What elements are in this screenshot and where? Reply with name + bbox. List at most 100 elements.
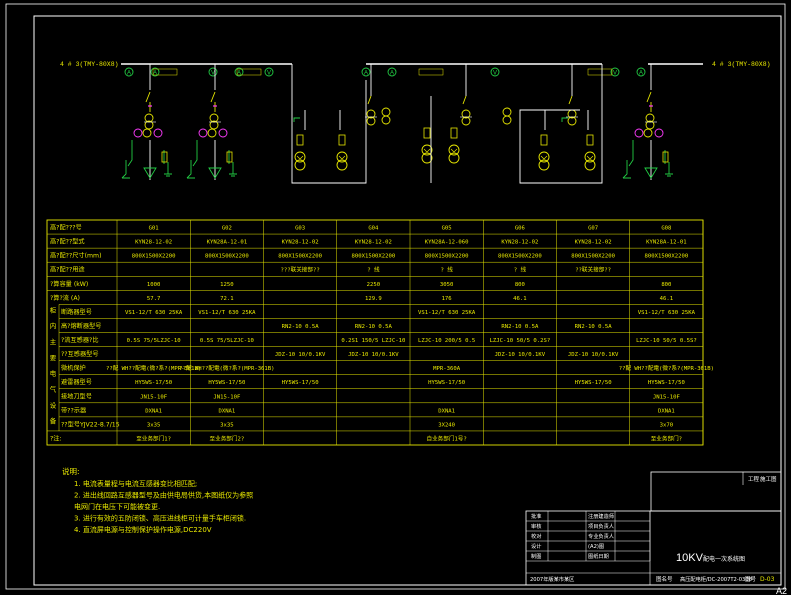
table-cell: RN2-10 0.5A xyxy=(355,324,393,330)
table-cell: JN15-10F xyxy=(213,394,241,400)
ground-symbol xyxy=(665,162,673,177)
table-cell: HY5WS-17/50 xyxy=(282,380,319,386)
table-cell: 3x35 xyxy=(147,422,160,428)
meter-symbol: A xyxy=(390,71,394,77)
side-label: 柜 xyxy=(50,305,57,314)
table-row-label: ?注: xyxy=(50,434,62,442)
table-cell: 0.2S1 150/5 LZJC-10 xyxy=(341,338,405,344)
table-cell: ? 线 xyxy=(367,266,380,274)
ct-coil xyxy=(209,120,219,130)
table-cell: ??联关接部?? xyxy=(575,266,611,274)
earth-wire xyxy=(293,117,568,122)
table-cell: 800 xyxy=(661,282,671,288)
table-cell: HY5WS-17/50 xyxy=(208,380,245,386)
table-row-label: 断路器型号 xyxy=(61,308,92,316)
voltage-transformer xyxy=(448,127,460,164)
tie-cabinet-wire xyxy=(519,64,603,184)
fuse-coil xyxy=(461,109,471,119)
project-value: 施工图 xyxy=(760,475,777,483)
side-label: 电 xyxy=(50,369,57,378)
vt-fuse xyxy=(423,127,431,139)
side-label: 备 xyxy=(50,416,57,425)
table-row-label: 避雷器型号 xyxy=(61,378,92,386)
table-cell: G06 xyxy=(515,226,525,232)
meter-symbol: V xyxy=(267,71,271,77)
side-label: 主 xyxy=(50,337,57,346)
ct-left xyxy=(133,128,143,138)
ground-symbol xyxy=(622,160,631,179)
table-cell: MPR-360A xyxy=(433,366,461,372)
table-cell: KYN28-12-02 xyxy=(575,240,612,246)
table-row-label: 高?配??尺寸(mm) xyxy=(50,252,102,260)
vt-coil xyxy=(538,159,550,171)
bottom-mid-label: 图名号 xyxy=(656,575,673,583)
ct-coil xyxy=(144,120,154,130)
table-cell: KYN28A-12-01 xyxy=(646,240,686,246)
sheet-size-label: A2 xyxy=(776,586,787,595)
table-cell: LZJC-10 50/5 0.5S? xyxy=(636,338,697,344)
table-cell: ??配 WH??配電(微?系?(MPR-361B) xyxy=(179,364,274,372)
table-cell: ??配 WH??配電(微?系?(MPR-361B) xyxy=(619,364,714,372)
table-row-label: 高?配???号 xyxy=(50,224,82,232)
vt-coil xyxy=(421,152,433,164)
title-row-a: 审核 xyxy=(531,522,541,530)
table-cell: 800X1500X2200 xyxy=(498,254,542,260)
table-cell: KYN28-12-02 xyxy=(282,240,319,246)
table-row-label: ?算容量 (kW) xyxy=(50,280,88,288)
meter-circle xyxy=(150,67,160,77)
ct-mid xyxy=(142,128,152,138)
title-row-c: 专业负责人 xyxy=(588,532,614,540)
meter-coil xyxy=(381,107,391,117)
voltage-transformer xyxy=(294,134,306,171)
meter-symbol: A xyxy=(639,71,643,77)
vt-fuse xyxy=(338,134,346,146)
earthing-switch xyxy=(127,140,165,167)
table-cell: VS1-12/T 630 25KA xyxy=(638,310,696,316)
meter-symbol: A xyxy=(364,71,368,77)
meter-circle xyxy=(387,67,397,77)
project-label: 工程 xyxy=(748,475,760,483)
pt-feeder xyxy=(460,64,472,126)
table-cell: 1250 xyxy=(220,282,233,288)
table-cell: 46.1 xyxy=(513,296,526,302)
table-cell: KYN28A-12-01 xyxy=(207,240,247,246)
table-cell: DXNA1 xyxy=(218,408,235,414)
drawing-no-label: 图号 xyxy=(745,575,757,583)
side-label: 要 xyxy=(50,354,57,362)
cable-termination xyxy=(208,167,222,179)
title-row-c: 图纸日期 xyxy=(588,552,609,560)
vt-winding xyxy=(450,148,458,153)
vt-coil xyxy=(448,144,460,156)
ground-symbol xyxy=(121,160,130,179)
vt-coil xyxy=(294,151,306,163)
table-cell: 0.5S 75/5LZJC-10 xyxy=(200,338,254,344)
meter-circle xyxy=(124,67,134,77)
ct-mid xyxy=(643,128,653,138)
breaker-symbol xyxy=(646,91,652,112)
ground-symbol xyxy=(164,162,172,177)
note-line: 4. 直流屏电源与控制保护操作电源,DC220V xyxy=(74,525,212,534)
ct-right xyxy=(218,128,228,138)
table-cell: 800X1500X2200 xyxy=(278,254,322,260)
table-cell: ? 线 xyxy=(440,266,453,274)
drawing-border xyxy=(33,15,782,586)
table-cell: RN2-10 0.5A xyxy=(501,324,539,330)
meter-symbol: A xyxy=(153,71,157,77)
table-cell: 46.1 xyxy=(660,296,673,302)
relay-tag xyxy=(418,68,444,76)
vt-fuse xyxy=(296,134,304,146)
table-cell: G03 xyxy=(295,226,305,232)
table-cell: 3x70 xyxy=(660,422,673,428)
meter-circle xyxy=(610,67,620,77)
table-row-label: 微机保护 xyxy=(61,364,86,372)
vt-fuse xyxy=(540,134,548,146)
table-row-label: 高?配??型式 xyxy=(50,238,85,246)
table-cell: 800X1500X2200 xyxy=(205,254,249,260)
title-row-a: 设计 xyxy=(531,542,541,550)
ct-coil xyxy=(645,120,655,130)
vt-winding xyxy=(338,155,346,160)
